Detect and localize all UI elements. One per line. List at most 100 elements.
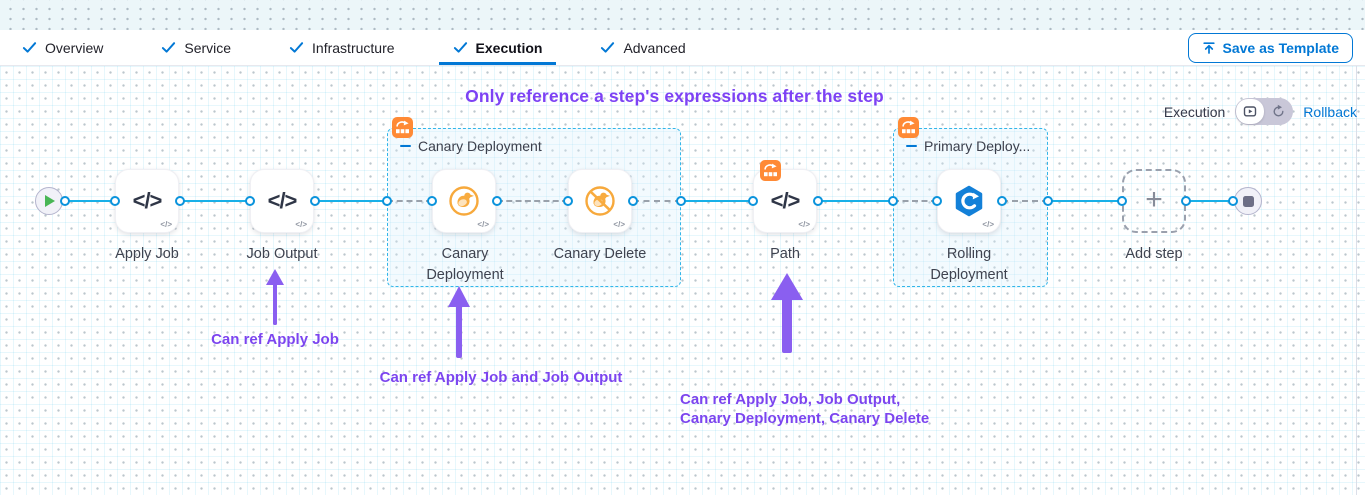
- step-card-canary-deployment[interactable]: </>: [432, 169, 496, 233]
- connector-line-dashed: [633, 200, 681, 202]
- check-icon: [289, 42, 304, 53]
- group-header: Primary Deploy...: [906, 138, 1047, 154]
- tab-bar: Overview Service Infrastructure Executio…: [0, 30, 1365, 66]
- rollback-steps-icon: [760, 160, 781, 181]
- step-label-job-output: Job Output: [246, 246, 318, 262]
- connector-port[interactable]: [427, 196, 437, 206]
- add-step-button[interactable]: +: [1122, 169, 1186, 233]
- step-tabs: Overview Service Infrastructure Executio…: [8, 30, 700, 65]
- connector-port[interactable]: [382, 196, 392, 206]
- tab-label: Infrastructure: [312, 39, 395, 56]
- template-code-icon: </>: [798, 220, 810, 229]
- connector-port[interactable]: [175, 196, 185, 206]
- step-label-apply-job: Apply Job: [115, 246, 179, 262]
- pipeline-canvas[interactable]: Only reference a step's expressions afte…: [0, 66, 1365, 495]
- annotation-arrow-canary: [448, 286, 470, 358]
- canary-delete-icon: [585, 186, 615, 216]
- view-mode-controls: Execution Rollback: [1164, 98, 1357, 125]
- step-label-canary-delete: Canary Delete: [553, 246, 647, 262]
- plus-icon: +: [1145, 182, 1163, 216]
- execution-rollback-toggle[interactable]: [1235, 98, 1294, 125]
- tab-label: Advanced: [623, 39, 686, 56]
- save-as-template-label: Save as Template: [1222, 39, 1339, 56]
- check-icon: [453, 42, 467, 53]
- connector-line-dashed: [893, 200, 937, 202]
- stage-canvas-strip: [0, 0, 1365, 30]
- connector-line: [65, 200, 115, 202]
- canvas-edge-divider: [1356, 66, 1357, 495]
- tab-infrastructure[interactable]: Infrastructure: [275, 30, 408, 65]
- pipeline-start-node[interactable]: [35, 187, 63, 215]
- connector-port[interactable]: [628, 196, 638, 206]
- connector-port[interactable]: [1181, 196, 1191, 206]
- connector-port[interactable]: [1043, 196, 1053, 206]
- connector-port[interactable]: [110, 196, 120, 206]
- group-title: Canary Deployment: [418, 138, 542, 154]
- connector-line: [1186, 200, 1233, 202]
- check-icon: [22, 42, 37, 53]
- collapse-icon[interactable]: [906, 144, 917, 148]
- connector-line-dashed: [497, 200, 568, 202]
- connector-port[interactable]: [1228, 196, 1238, 206]
- connector-line: [681, 200, 753, 202]
- template-code-icon: </>: [982, 220, 994, 229]
- connector-port[interactable]: [492, 196, 502, 206]
- rollback-link[interactable]: Rollback: [1303, 103, 1357, 120]
- connector-port[interactable]: [310, 196, 320, 206]
- execution-view-segment[interactable]: [1236, 99, 1265, 124]
- step-card-apply-job[interactable]: </> </>: [115, 169, 179, 233]
- rolling-deployment-icon: [955, 185, 983, 217]
- annotation-arrow-path: [771, 273, 803, 353]
- tab-label: Execution: [475, 39, 543, 56]
- connector-line: [315, 200, 387, 202]
- upload-icon: [1202, 41, 1215, 54]
- add-step-label: Add step: [1125, 246, 1183, 262]
- play-icon: [45, 195, 55, 207]
- connector-port[interactable]: [60, 196, 70, 206]
- group-title: Primary Deploy...: [924, 138, 1031, 154]
- annotation-note-path: Can ref Apply Job, Job Output, Canary De…: [680, 391, 930, 427]
- rollback-view-icon: [1273, 104, 1284, 117]
- tab-label: Overview: [45, 39, 104, 56]
- tab-execution[interactable]: Execution: [438, 30, 557, 65]
- annotation-arrow-job-output: [266, 269, 284, 325]
- connector-line: [1048, 200, 1122, 202]
- collapse-icon[interactable]: [400, 144, 411, 148]
- canary-deployment-icon: [449, 186, 479, 216]
- connector-port[interactable]: [1117, 196, 1127, 206]
- connector-port[interactable]: [932, 196, 942, 206]
- check-icon: [162, 42, 176, 53]
- rollback-view-segment[interactable]: [1264, 99, 1292, 124]
- save-as-template-button[interactable]: Save as Template: [1187, 32, 1353, 63]
- connector-port[interactable]: [813, 196, 823, 206]
- code-icon: </>: [132, 188, 163, 213]
- tab-service[interactable]: Service: [147, 30, 245, 65]
- pipeline-end-node[interactable]: [1234, 187, 1262, 215]
- step-label-path: Path: [770, 246, 800, 262]
- tab-advanced[interactable]: Advanced: [586, 30, 699, 65]
- check-icon: [601, 42, 615, 53]
- connector-line-dashed: [1002, 200, 1048, 202]
- rollback-steps-icon: [898, 117, 919, 138]
- connector-port[interactable]: [245, 196, 255, 206]
- connector-line-dashed: [387, 200, 432, 202]
- code-icon: </>: [267, 188, 298, 213]
- annotation-note-job-output: Can ref Apply Job: [211, 331, 339, 348]
- connector-port[interactable]: [888, 196, 898, 206]
- template-code-icon: </>: [613, 220, 625, 229]
- connector-port[interactable]: [997, 196, 1007, 206]
- step-card-job-output[interactable]: </> </>: [250, 169, 314, 233]
- execution-view-icon: [1244, 106, 1257, 117]
- tab-overview[interactable]: Overview: [8, 30, 117, 65]
- connector-port[interactable]: [748, 196, 758, 206]
- connector-port[interactable]: [563, 196, 573, 206]
- step-card-path[interactable]: </> </>: [753, 160, 817, 233]
- step-card-rolling-deployment[interactable]: </>: [937, 169, 1001, 233]
- stop-icon: [1242, 195, 1254, 207]
- step-card-canary-delete[interactable]: </>: [568, 169, 632, 233]
- annotation-title: Only reference a step's expressions afte…: [465, 86, 884, 106]
- step-label-rolling-deployment: Rolling Deployment: [930, 246, 1008, 284]
- connector-port[interactable]: [676, 196, 686, 206]
- step-label-canary-deployment: Canary Deployment: [426, 246, 504, 284]
